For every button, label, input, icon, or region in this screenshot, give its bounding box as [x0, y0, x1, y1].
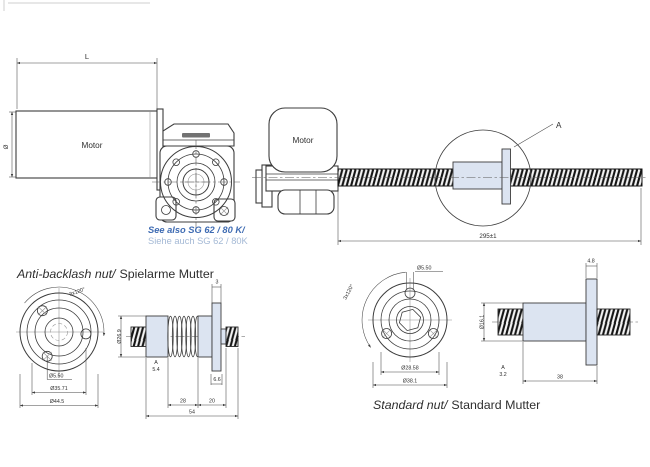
- ab-screw-stub-left: [130, 326, 147, 347]
- sn-hole-pattern-dim: 3x120°: [342, 283, 355, 300]
- sn-hole-dia-dim: Ø5.50: [417, 266, 431, 272]
- sn-body: [522, 302, 587, 342]
- sn-section-value: 3.2: [499, 372, 506, 378]
- ab-body-right: [197, 315, 213, 358]
- motor-diameter-dim-label: Ø: [3, 144, 10, 149]
- detail-marker-label: A: [556, 121, 562, 130]
- ab-flange-thickness-dim: 3: [216, 280, 219, 286]
- detail-circle-A: [434, 129, 532, 227]
- motor-label-side: Motor: [293, 136, 314, 145]
- ab-section-value: 5.4: [152, 367, 159, 373]
- anti-backlash-title-en: Anti-backlash nut/: [16, 267, 117, 281]
- sn-body-dia-dim: Ø16.1: [480, 315, 486, 329]
- ab-collar: [220, 328, 227, 345]
- ab-flange-circle: [19, 292, 99, 372]
- sn-flange-thickness-dim: 4.8: [587, 259, 594, 265]
- gearbox-foot-left: [155, 196, 177, 221]
- ab-hole-pattern-dim: 3x120°: [69, 287, 87, 298]
- motor-body: [15, 110, 159, 179]
- motor-screw-side-view: Motor A 295±1: [252, 107, 648, 245]
- standard-nut-views: 3x120° Ø5.50 Ø28.58 Ø38.1 Standard nut/S…: [342, 259, 640, 412]
- sn-screw-stub-right: [596, 308, 631, 336]
- sn-screw-stub-left: [497, 308, 524, 336]
- gearbox-foot-right: [213, 198, 236, 222]
- sn-flange-dia-dim: Ø38.1: [403, 379, 417, 385]
- sn-bolt-circle-dim: Ø28.58: [401, 366, 418, 372]
- sn-hex-bore: [398, 308, 422, 332]
- standard-nut-title: Standard nut/Standard Mutter: [373, 398, 540, 412]
- ab-total-length-dim: 54: [189, 410, 195, 416]
- anti-backlash-nut-views: Anti-backlash nut/Spielarme Mutter 3x120…: [16, 267, 245, 419]
- ab-body-dia-dim: Ø26.9: [117, 329, 123, 343]
- ab-spring: [167, 315, 201, 358]
- page-frame-artifact: [3, 0, 150, 11]
- see-also-note-en: See also SG 62 / 80 K/: [148, 225, 246, 235]
- ab-end-length-dim: 20: [209, 399, 215, 405]
- ab-hole-dia-dim: Ø5.50: [49, 374, 63, 380]
- anti-backlash-title: Anti-backlash nut/Spielarme Mutter: [16, 267, 214, 281]
- gearbox-logo-badge: [182, 133, 210, 138]
- ab-section-marker: A: [154, 360, 158, 366]
- sn-flange-circle: [372, 282, 448, 358]
- see-also-note-de: Siehe auch SG 62 / 80K: [148, 236, 249, 246]
- screw-length-dim-label: 295±1: [479, 233, 497, 240]
- sn-body-length-dim: 38: [557, 375, 563, 381]
- worm-housing-side: [277, 189, 335, 215]
- ab-screw-stub-right: [225, 326, 239, 347]
- sn-section-marker: A: [501, 365, 505, 371]
- motor-length-dim-label: L: [85, 52, 89, 61]
- ab-flange-offset-dim: 6.6: [213, 377, 220, 383]
- ab-flange: [211, 302, 222, 372]
- motor-gearbox-top-view: L Motor Ø: [3, 52, 249, 246]
- motor-label: Motor: [82, 141, 103, 150]
- nut-body-detail: [452, 161, 503, 190]
- nut-flange-detail: [501, 148, 511, 205]
- sn-flange: [585, 278, 598, 366]
- ab-body-left: [145, 315, 169, 358]
- ab-spring-length-dim: 28: [180, 399, 186, 405]
- motor-body-side: [268, 107, 338, 173]
- standard-nut-title-en: Standard nut/: [373, 398, 449, 412]
- ab-flange-dia-dim: Ø44.5: [50, 399, 64, 405]
- sn-bolt-holes: [381, 287, 439, 339]
- standard-nut-title-de: Standard Mutter: [451, 398, 540, 412]
- anti-backlash-title-de: Spielarme Mutter: [120, 267, 214, 281]
- ab-bolt-circle-dim: Ø35.71: [50, 386, 67, 392]
